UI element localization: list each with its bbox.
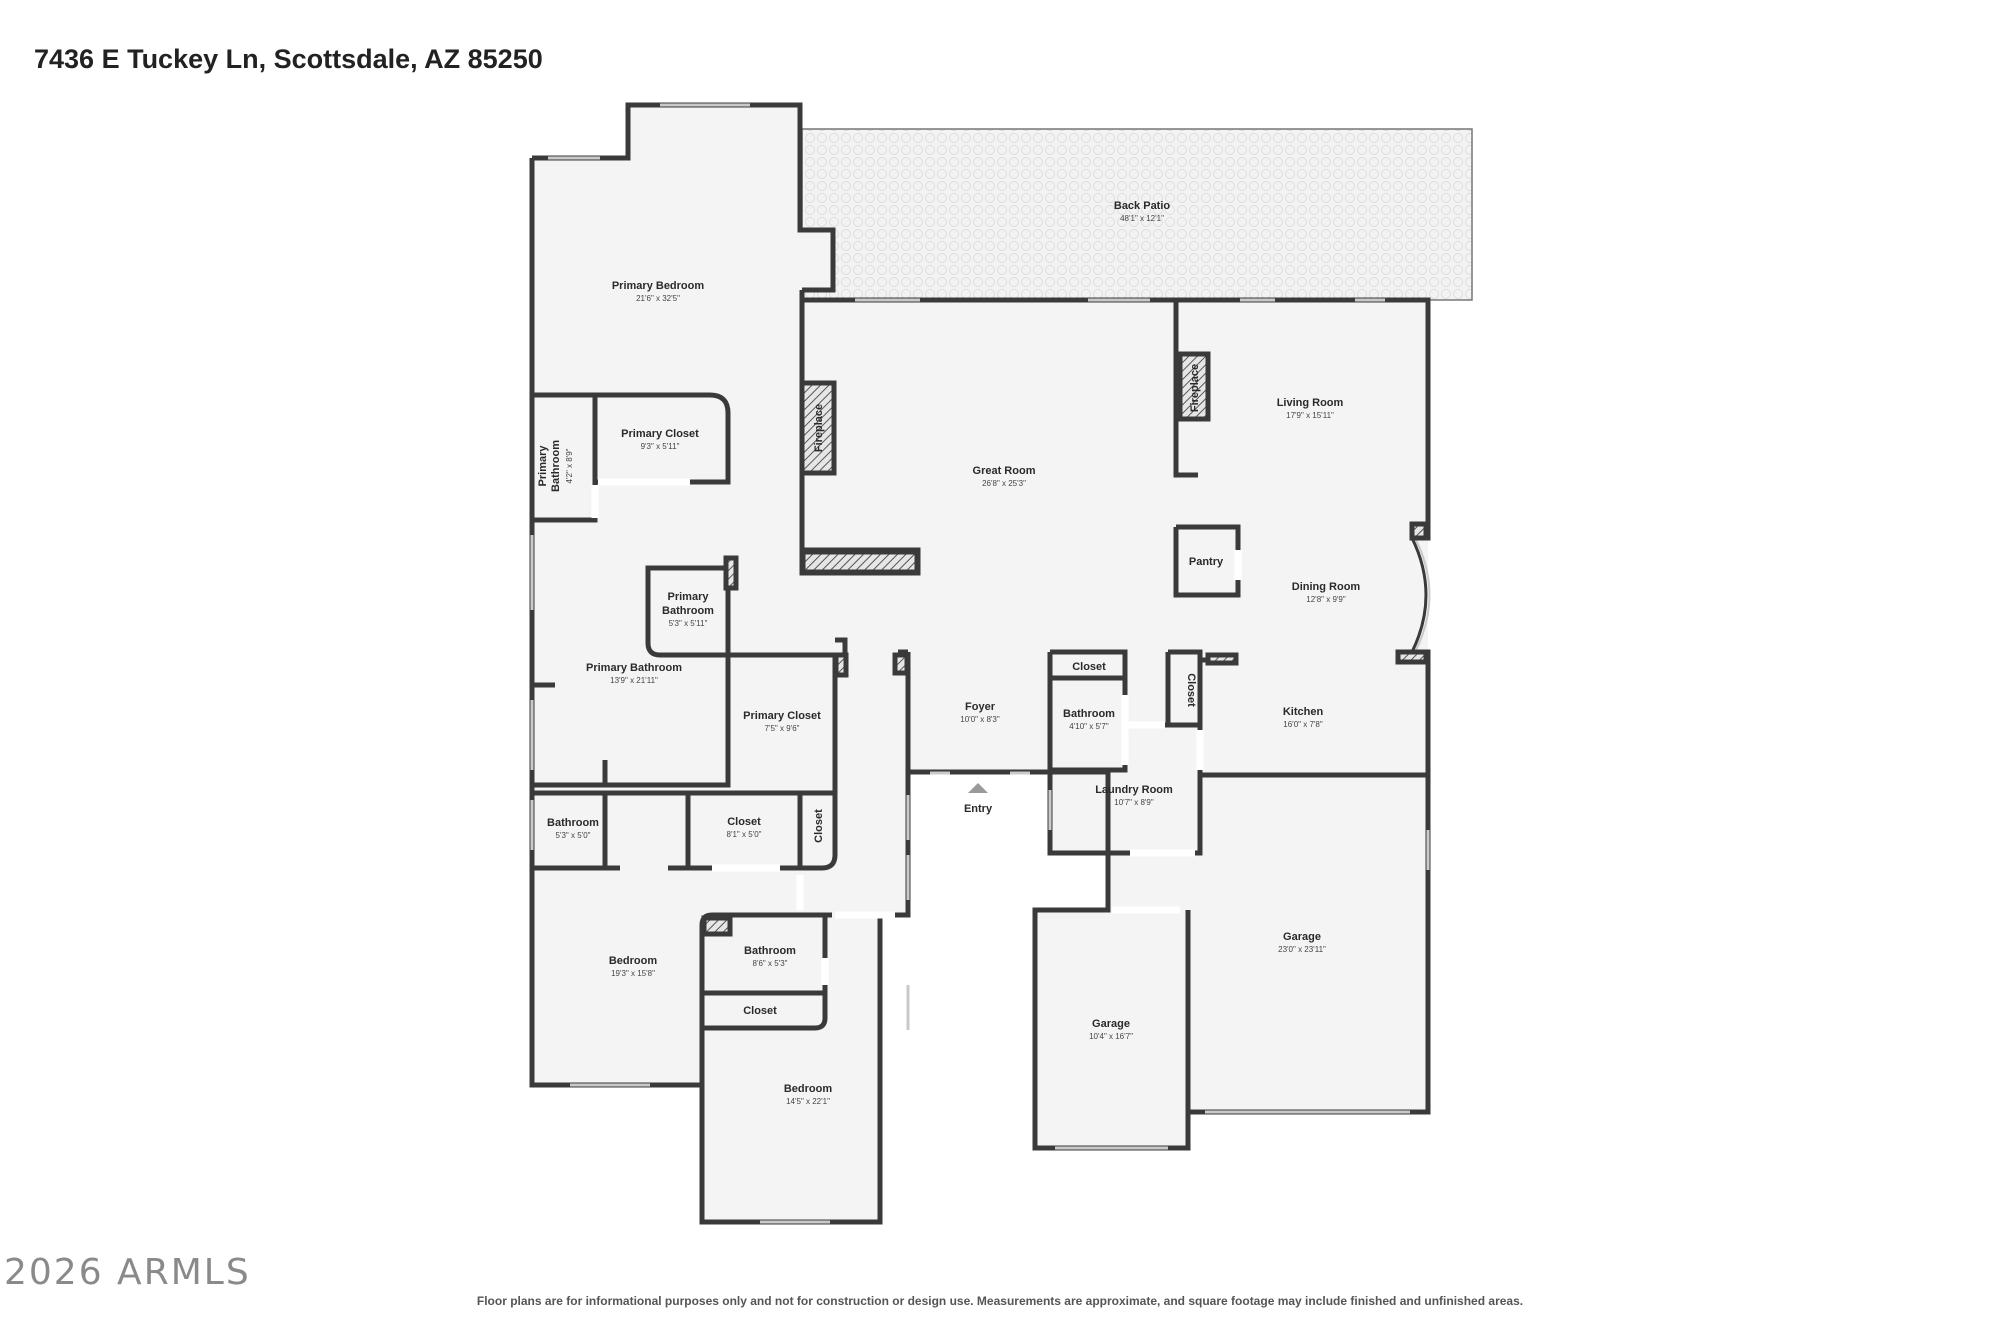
fireplace-label-living-room: Fireplace bbox=[1189, 364, 1201, 412]
hearth-hall bbox=[833, 652, 849, 678]
windows bbox=[530, 103, 1430, 1224]
room-primary-bedroom-name: Primary Bedroom bbox=[612, 280, 705, 292]
room-dining-room-dim: 12'8" x 9'9" bbox=[1306, 595, 1346, 604]
fireplace-living-room bbox=[1177, 351, 1211, 422]
room-closet-kitchen-name: Closet bbox=[1185, 673, 1197, 707]
hearth-dining-upper bbox=[1409, 521, 1429, 541]
room-bathroom-south-name: Bathroom bbox=[744, 945, 796, 957]
room-garage-small-dim: 10'4" x 16'7" bbox=[1089, 1032, 1133, 1041]
fireplace-great-room bbox=[799, 380, 837, 476]
entry-label: Entry bbox=[964, 803, 993, 815]
room-bathroom-center-name: Bathroom bbox=[1063, 708, 1115, 720]
room-foyer-name: Foyer bbox=[965, 701, 996, 713]
hearth-great-room bbox=[800, 549, 920, 575]
room-bedroom-west-name: Bedroom bbox=[609, 955, 658, 967]
room-great-room-name: Great Room bbox=[973, 465, 1036, 477]
page-title: 7436 E Tuckey Ln, Scottsdale, AZ 85250 bbox=[34, 44, 543, 74]
hearth-bathroom-south bbox=[701, 915, 733, 937]
room-primary-closet-2-name: Primary Closet bbox=[743, 710, 821, 722]
room-primary-closet-1-name: Primary Closet bbox=[621, 428, 699, 440]
room-closet-hall-name: Closet bbox=[727, 816, 761, 828]
room-foyer-dim: 10'0" x 8'3" bbox=[960, 715, 1000, 724]
fireplace-label-great-room: Fireplace bbox=[813, 404, 825, 452]
room-closet-hall-small-name: Closet bbox=[813, 809, 825, 843]
room-primary-bathroom-1-name2: Bathroom bbox=[550, 440, 562, 492]
room-bathroom-west-name: Bathroom bbox=[547, 817, 599, 829]
room-bathroom-west-dim: 5'3" x 5'0" bbox=[556, 831, 591, 840]
hearth-dining-lower bbox=[1395, 649, 1429, 665]
room-primary-bathroom-2-name2: Bathroom bbox=[662, 605, 714, 617]
dining-bay-window bbox=[1410, 537, 1428, 653]
room-back-patio-dim: 48'1" x 12'1" bbox=[1120, 214, 1164, 223]
room-back-patio-name: Back Patio bbox=[1114, 200, 1171, 212]
room-laundry-room-name: Laundry Room bbox=[1095, 784, 1173, 796]
hearth-primary bbox=[723, 555, 739, 591]
room-primary-closet-1-dim: 9'3" x 5'11" bbox=[641, 442, 680, 451]
room-garage-large-name: Garage bbox=[1283, 931, 1321, 943]
door-openings bbox=[591, 478, 1242, 985]
hearth-foyer bbox=[892, 652, 910, 676]
room-closet-foyer-name: Closet bbox=[1072, 661, 1106, 673]
room-kitchen-name: Kitchen bbox=[1283, 706, 1324, 718]
back-patio-area bbox=[801, 128, 1473, 301]
room-primary-bathroom-1-dim: 4'2" x 8'9" bbox=[565, 448, 574, 483]
room-pantry-name: Pantry bbox=[1189, 556, 1224, 568]
room-dining-room-name: Dining Room bbox=[1292, 581, 1361, 593]
room-kitchen-dim: 16'0" x 7'8" bbox=[1283, 720, 1323, 729]
room-primary-bathroom-2-dim: 5'3" x 5'11" bbox=[669, 619, 708, 628]
room-primary-closet-2-dim: 7'5" x 9'6" bbox=[765, 724, 800, 733]
watermark: 2026 ARMLS bbox=[4, 1252, 251, 1293]
room-primary-bathroom-1-name: Primary bbox=[537, 445, 549, 487]
room-bedroom-south-name: Bedroom bbox=[784, 1083, 833, 1095]
room-primary-bathroom-2-name: Primary bbox=[668, 591, 710, 603]
room-bathroom-south-dim: 8'6" x 5'3" bbox=[753, 959, 788, 968]
room-garage-large-dim: 23'0" x 23'11" bbox=[1278, 945, 1326, 954]
room-closet-south-name: Closet bbox=[743, 1005, 777, 1017]
disclaimer: Floor plans are for informational purpos… bbox=[476, 1294, 1524, 1308]
room-garage-small-name: Garage bbox=[1092, 1018, 1130, 1030]
room-primary-bathroom-3-name: Primary Bathroom bbox=[586, 662, 682, 674]
room-primary-bathroom-3-dim: 13'9" x 21'11" bbox=[610, 676, 658, 685]
room-living-room-name: Living Room bbox=[1277, 397, 1344, 409]
room-labels: Back Patio 48'1" x 12'1" Primary Bedroom… bbox=[537, 200, 1360, 1106]
hearth-kitchen bbox=[1205, 652, 1239, 666]
room-living-room-dim: 17'9" x 15'11" bbox=[1286, 411, 1334, 420]
room-bathroom-center-dim: 4'10" x 5'7" bbox=[1069, 722, 1109, 731]
room-great-room-dim: 26'8" x 25'3" bbox=[982, 479, 1026, 488]
room-bedroom-west-dim: 19'3" x 15'8" bbox=[611, 969, 655, 978]
room-bedroom-south-dim: 14'5" x 22'1" bbox=[786, 1097, 830, 1106]
entry-arrow-icon bbox=[968, 783, 988, 793]
room-closet-hall-dim: 8'1" x 5'0" bbox=[727, 830, 762, 839]
room-laundry-room-dim: 10'7" x 8'9" bbox=[1114, 798, 1154, 807]
room-primary-bedroom-dim: 21'6" x 32'5" bbox=[636, 294, 680, 303]
